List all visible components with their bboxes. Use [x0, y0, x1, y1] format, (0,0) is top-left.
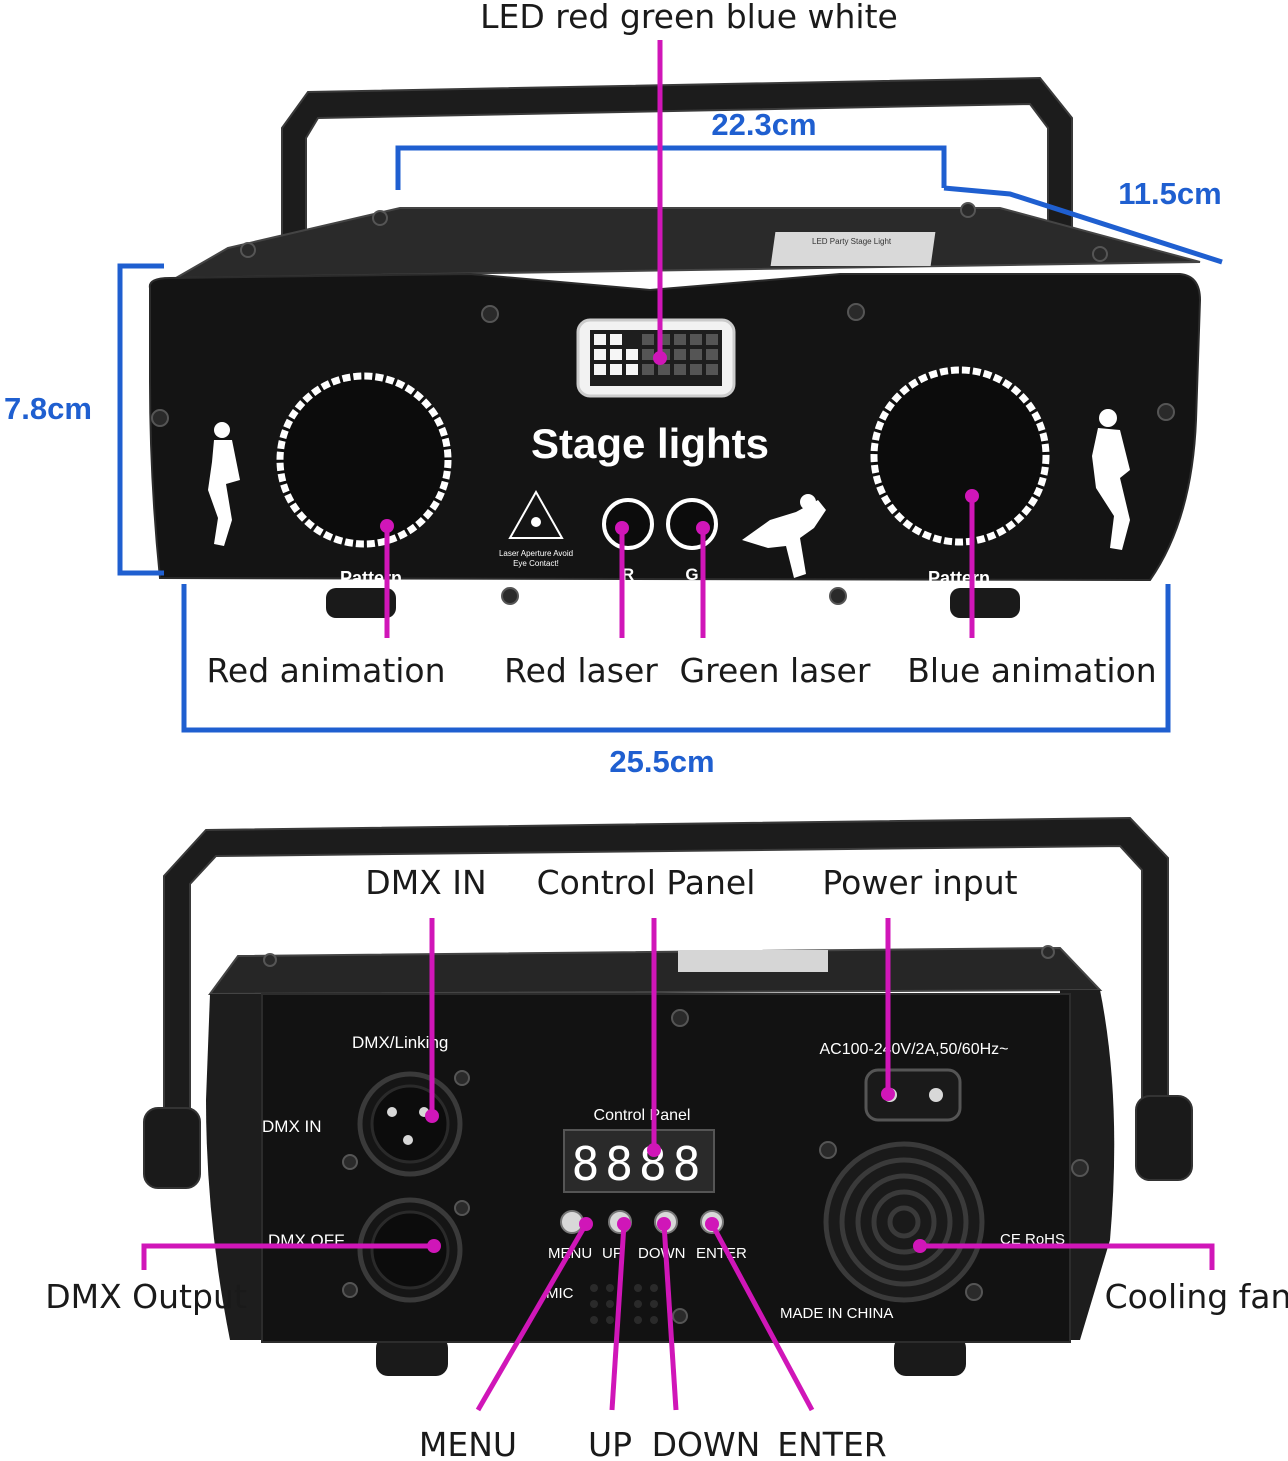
front-view: LED Party Stage Light Pattern [4, 0, 1223, 779]
back-sticker [678, 950, 828, 972]
laser-warning-line2: Eye Contact! [513, 559, 559, 568]
power-socket [864, 1068, 962, 1122]
callout-red-laser: Red laser [504, 651, 658, 690]
callout-red-animation: Red animation [206, 651, 445, 690]
back-screws [263, 945, 1089, 1324]
dim-front-width: 25.5cm [609, 744, 714, 779]
dim-front-width-line [181, 584, 1171, 733]
btn-down-label: DOWN [638, 1245, 686, 1262]
back-view: DMX/Linking DMX IN DMX OFF Control Panel… [45, 816, 1288, 1461]
callout-lines-front [380, 40, 979, 638]
dancer-silhouette-right [1092, 409, 1130, 550]
laser-warning-icon [508, 489, 564, 539]
callout-dmx-in: DMX IN [365, 863, 486, 902]
btn-up-label: UP [602, 1245, 623, 1262]
cooling-fan-grille [823, 1141, 985, 1303]
led-display [563, 1129, 715, 1193]
callout-enter: ENTER [777, 1425, 886, 1461]
green-laser-aperture [666, 498, 718, 550]
front-foot-right [950, 588, 1020, 618]
dimension-lines-front [117, 145, 1223, 733]
dancer-silhouette-left [208, 422, 240, 546]
laser-warning-line1: Laser Aperture Avoid [499, 549, 573, 558]
pattern-label-right: Pattern [928, 568, 990, 588]
dmx-in-connector-inner [370, 1084, 450, 1164]
dim-top-width: 22.3cm [711, 107, 816, 142]
mic-holes [590, 1284, 658, 1324]
front-foot-left [326, 588, 396, 618]
led-cells [594, 334, 638, 375]
callout-lines-back [141, 918, 1215, 1412]
dim-depth: 11.5cm [1118, 176, 1221, 211]
spec-sticker [770, 232, 936, 266]
dmx-out-connector-inner [370, 1210, 450, 1290]
back-foot-left [376, 1336, 448, 1376]
mic-label: MIC [546, 1285, 574, 1302]
pattern-lens-left [276, 372, 452, 548]
dim-height: 7.8cm [4, 391, 92, 426]
led-cells-rgb [642, 334, 718, 375]
bracket-knob-left [143, 1107, 201, 1189]
dancer-silhouette-center [742, 494, 826, 578]
front-screws [151, 202, 1175, 605]
callout-green-laser: Green laser [680, 651, 871, 690]
power-socket-pin-right [929, 1088, 943, 1102]
spec-sticker-title: LED Party Stage Light [812, 237, 892, 246]
dim-top-width-line [395, 145, 947, 190]
callout-menu: MENU [419, 1425, 517, 1461]
dmx-linking-label: DMX/Linking [352, 1033, 448, 1052]
panel-title: Stage lights [531, 420, 769, 467]
callout-blue-animation: Blue animation [907, 651, 1156, 690]
callout-power-input: Power input [822, 863, 1017, 902]
callout-cooling-fan: Cooling fan [1105, 1277, 1288, 1316]
pattern-lens-right [870, 366, 1050, 546]
callout-down: DOWN [652, 1425, 761, 1461]
callout-dmx-output: DMX Output [45, 1277, 247, 1316]
callout-led: LED red green blue white [480, 0, 898, 36]
bracket-knob-right [1135, 1095, 1193, 1181]
btn-enter-label: ENTER [696, 1245, 747, 1262]
control-panel-panel-label: Control Panel [594, 1107, 691, 1124]
pattern-label-left: Pattern [340, 568, 402, 588]
back-side-left [206, 994, 270, 1340]
callout-control-panel: Control Panel [537, 863, 756, 902]
red-laser-aperture [602, 498, 654, 550]
dim-height-line [117, 263, 164, 576]
callout-up: UP [588, 1425, 632, 1461]
front-top-plate [172, 207, 1201, 280]
dim-depth-line [943, 185, 1223, 265]
made-in-label: MADE IN CHINA [780, 1305, 893, 1322]
back-foot-right [894, 1336, 966, 1376]
aperture-g-label: G [685, 565, 698, 584]
aperture-r-label: R [622, 565, 634, 584]
led-display-digits: 8888 [572, 1137, 707, 1191]
dmx-in-panel-label: DMX IN [262, 1117, 322, 1136]
power-rating-label: AC100-240V/2A,50/60Hz~ [819, 1041, 1008, 1058]
